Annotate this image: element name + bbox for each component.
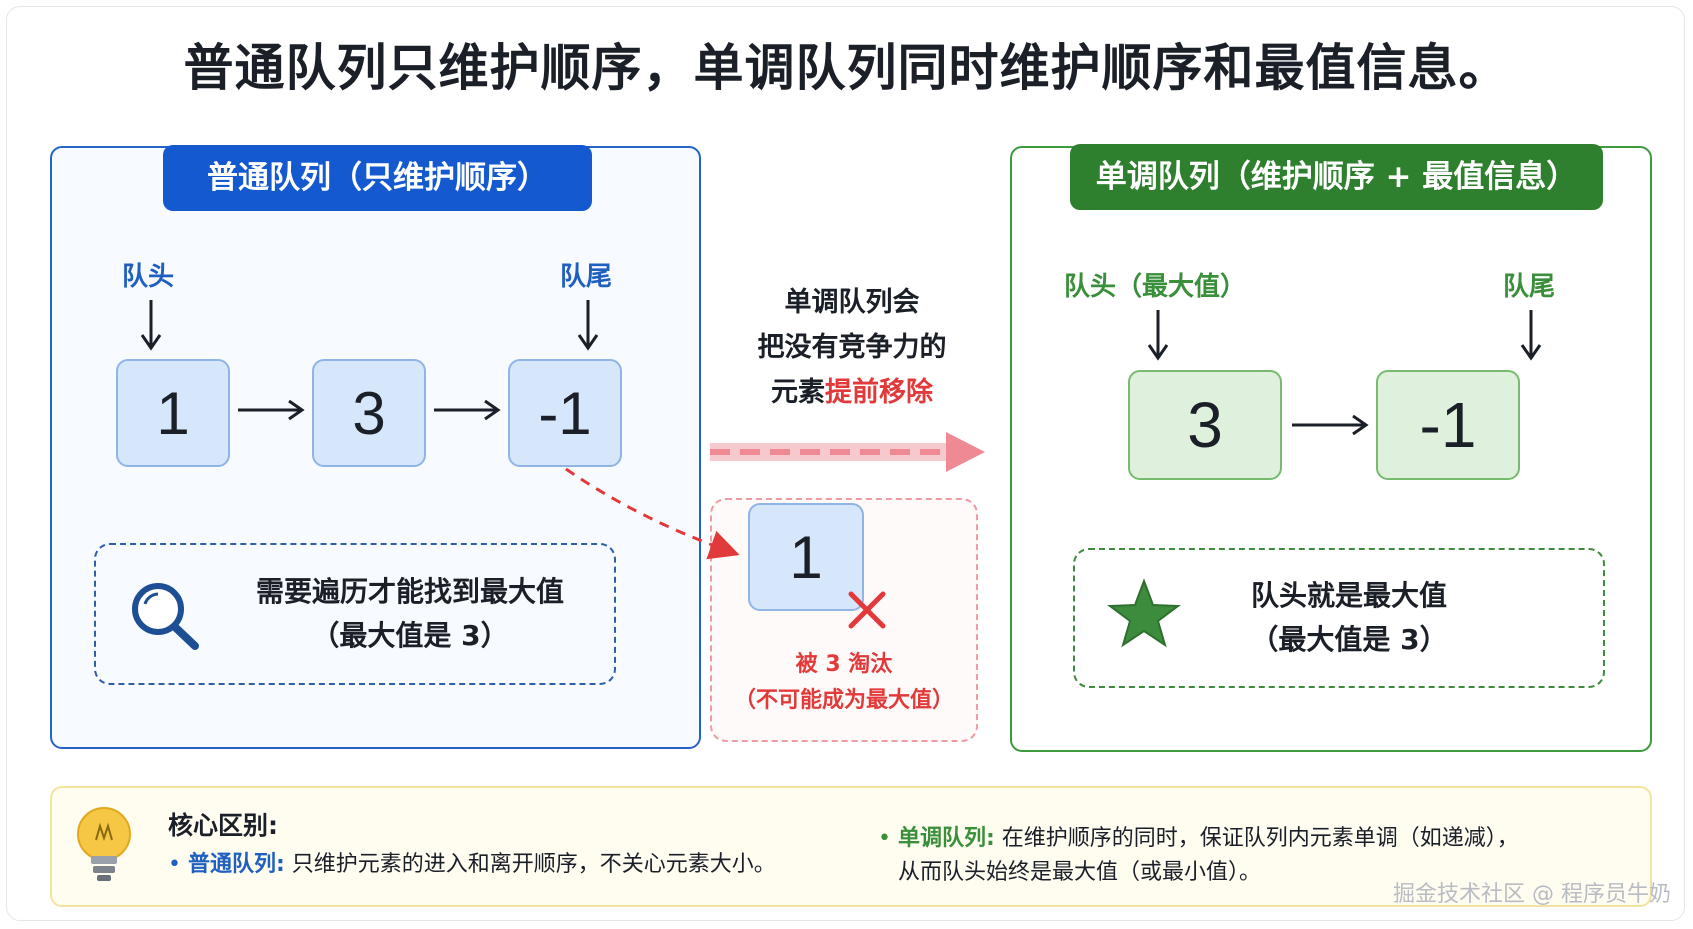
normal-queue-tail-label: 队尾 xyxy=(560,262,613,292)
bullet-dot-icon: • xyxy=(878,826,891,851)
middle-line3: 元素提前移除 xyxy=(720,370,984,415)
tail-pointer-arrow-icon xyxy=(1520,310,1542,361)
lightbulb-icon xyxy=(77,807,131,881)
middle-line1: 单调队列会 xyxy=(784,287,920,318)
summary-bullet-monotonic-text2: 从而队头始终是最大值（或最小值）。 xyxy=(898,860,1262,885)
middle-line3-prefix: 元素 xyxy=(771,377,825,408)
right-arrow-icon xyxy=(1292,414,1369,436)
monotonic-queue-header: 单调队列（维护顺序 + 最值信息） xyxy=(1070,144,1603,210)
monotonic-queue-note: 队头就是最大值 （最大值是 3） xyxy=(1188,574,1510,662)
normal-queue-item: 3 xyxy=(312,359,426,467)
normal-queue-head-label: 队头 xyxy=(122,262,175,292)
right-arrow-icon xyxy=(434,399,501,421)
summary-title: 核心区别: xyxy=(168,811,278,840)
monotonic-queue-head-label: 队头（最大值） xyxy=(1064,272,1247,302)
middle-line2: 把没有竞争力的 xyxy=(757,332,947,363)
close-icon xyxy=(848,591,886,629)
bullet-dot-icon: • xyxy=(168,852,181,877)
summary-bullet-normal-key: 普通队列: xyxy=(187,852,285,877)
normal-queue-note-box xyxy=(94,543,616,685)
summary-bullet-normal: • 普通队列: 只维护元素的进入和离开顺序，不关心元素大小。 xyxy=(168,848,776,882)
summary-bullet-monotonic: • 单调队列: 在维护顺序的同时，保证队列内元素单调（如递减）， 从而队头始终是… xyxy=(878,822,1519,890)
normal-queue-item: -1 xyxy=(508,359,622,467)
star-icon xyxy=(1107,578,1181,648)
normal-queue-note: 需要遍历才能找到最大值 （最大值是 3） xyxy=(240,570,580,658)
removed-element-caption: 被 3 淘汰 （不可能成为最大值） xyxy=(712,647,976,719)
summary-bullet-monotonic-text1: 在维护顺序的同时，保证队列内元素单调（如递减）， xyxy=(1001,826,1519,851)
monotonic-queue-panel xyxy=(1010,146,1652,752)
outer-frame xyxy=(6,6,1685,921)
head-pointer-arrow-icon xyxy=(140,300,162,351)
middle-line3-highlight: 提前移除 xyxy=(825,377,933,408)
monotonic-queue-item: -1 xyxy=(1376,370,1520,480)
normal-queue-note-line1: 需要遍历才能找到最大值 xyxy=(255,575,564,608)
watermark: 掘金技术社区 @ 程序员牛奶 xyxy=(1393,882,1671,907)
monotonic-queue-item: 3 xyxy=(1128,370,1282,480)
monotonic-queue-note-line1: 队头就是最大值 xyxy=(1250,579,1447,612)
normal-queue-note-line2: （最大值是 3） xyxy=(311,619,509,652)
summary-bullet-monotonic-key: 单调队列: xyxy=(897,826,995,851)
normal-queue-item: 1 xyxy=(116,359,230,467)
search-icon xyxy=(132,583,199,650)
middle-explanation: 单调队列会 把没有竞争力的 元素提前移除 xyxy=(720,280,984,415)
monotonic-queue-note-line2: （最大值是 3） xyxy=(1250,623,1448,656)
normal-queue-header: 普通队列（只维护顺序） xyxy=(163,145,592,211)
head-pointer-arrow-icon xyxy=(1147,310,1169,361)
summary-box xyxy=(50,786,1652,907)
monotonic-queue-tail-label: 队尾 xyxy=(1503,272,1556,302)
removed-caption-line1: 被 3 淘汰 xyxy=(795,652,893,677)
transform-arrow-icon xyxy=(710,432,985,472)
removed-caption-line2: （不可能成为最大值） xyxy=(733,688,954,713)
removal-curve-arrow-icon xyxy=(565,467,740,560)
monotonic-queue-note-box xyxy=(1073,548,1605,688)
summary-bullet-normal-text: 只维护元素的进入和离开顺序，不关心元素大小。 xyxy=(291,852,776,877)
right-arrow-icon xyxy=(238,399,305,421)
page-title: 普通队列只维护顺序，单调队列同时维护顺序和最值信息。 xyxy=(183,39,1510,97)
removed-element: 1 xyxy=(748,503,864,611)
tail-pointer-arrow-icon xyxy=(577,300,599,351)
